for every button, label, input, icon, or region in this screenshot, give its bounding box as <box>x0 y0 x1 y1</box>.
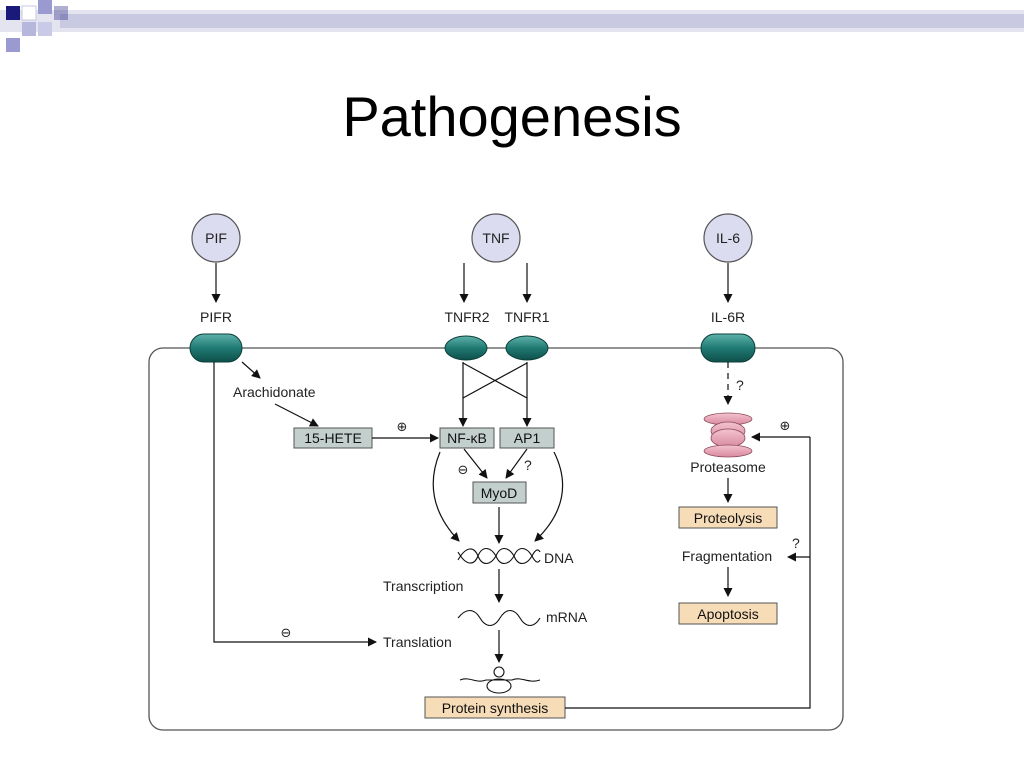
ap1-to-myod-arrow <box>505 448 528 479</box>
arachidonate-to-hete-arrow <box>274 403 319 427</box>
feedback-line <box>565 437 811 709</box>
translation-label: Translation <box>383 634 452 650</box>
nfkb-to-myod-arrow <box>463 448 488 479</box>
myod-question-mark: ? <box>524 457 532 473</box>
tnfr2-label: TNFR2 <box>444 309 489 325</box>
ap1-box <box>499 427 555 449</box>
apoptosis-label: Apoptosis <box>697 606 758 622</box>
proteasome-icon <box>703 412 753 458</box>
tnfr1-to-nfkb-line <box>462 362 528 399</box>
mrna-strand <box>457 609 541 627</box>
il6-label: IL-6 <box>716 230 740 246</box>
pifr-receptor <box>189 333 243 363</box>
il6-ligand <box>703 213 753 263</box>
pifr-to-arachidonate-arrow <box>241 361 261 379</box>
nfkb-box <box>439 427 495 449</box>
pif-label: PIF <box>205 230 227 246</box>
ap1-label: AP1 <box>514 430 541 446</box>
dna-helix <box>457 547 541 565</box>
fragmentation-label: Fragmentation <box>682 548 772 564</box>
tnfr2-receptor <box>444 335 488 361</box>
proteasome-plus-symbol: ⊕ <box>780 419 791 434</box>
ap1-to-dna-arrow <box>534 451 564 542</box>
dna-label: DNA <box>544 550 574 566</box>
fragmentation-question-mark: ? <box>792 535 800 551</box>
proteolysis-label: Proteolysis <box>694 510 762 526</box>
transcription-label: Transcription <box>383 578 463 594</box>
myod-minus-symbol: ⊖ <box>458 463 469 478</box>
tnfr1-receptor <box>505 335 549 361</box>
pifr-label: PIFR <box>200 309 232 325</box>
mrna-label: mRNA <box>546 609 588 625</box>
myod-label: MyoD <box>481 485 518 501</box>
ribosome-icon <box>459 666 541 694</box>
pif-ligand <box>191 213 241 263</box>
tnf-ligand <box>471 213 521 263</box>
nfkb-label: NF-κB <box>447 430 487 446</box>
protein-synthesis-label: Protein synthesis <box>442 700 549 716</box>
pifr-to-translation-line <box>213 362 377 647</box>
myod-box <box>472 481 527 504</box>
proteolysis-box <box>678 506 778 529</box>
tnf-label: TNF <box>482 230 509 246</box>
hete-label: 15-HETE <box>304 430 362 446</box>
translation-minus-symbol: ⊖ <box>281 626 292 641</box>
nfkb-to-dna-arrow <box>432 451 460 542</box>
corner-decoration <box>0 0 1024 52</box>
il6r-receptor <box>700 333 756 363</box>
proteasome-label: Proteasome <box>690 459 766 475</box>
arachidonate-label: Arachidonate <box>233 384 316 400</box>
cell-membrane <box>148 347 844 731</box>
slide-title: Pathogenesis <box>342 85 682 148</box>
tnfr1-label: TNFR1 <box>504 309 549 325</box>
il6r-question-mark: ? <box>736 377 744 393</box>
hete-plus-symbol: ⊕ <box>397 420 408 435</box>
apoptosis-box <box>678 602 778 625</box>
il6r-label: IL-6R <box>711 309 745 325</box>
